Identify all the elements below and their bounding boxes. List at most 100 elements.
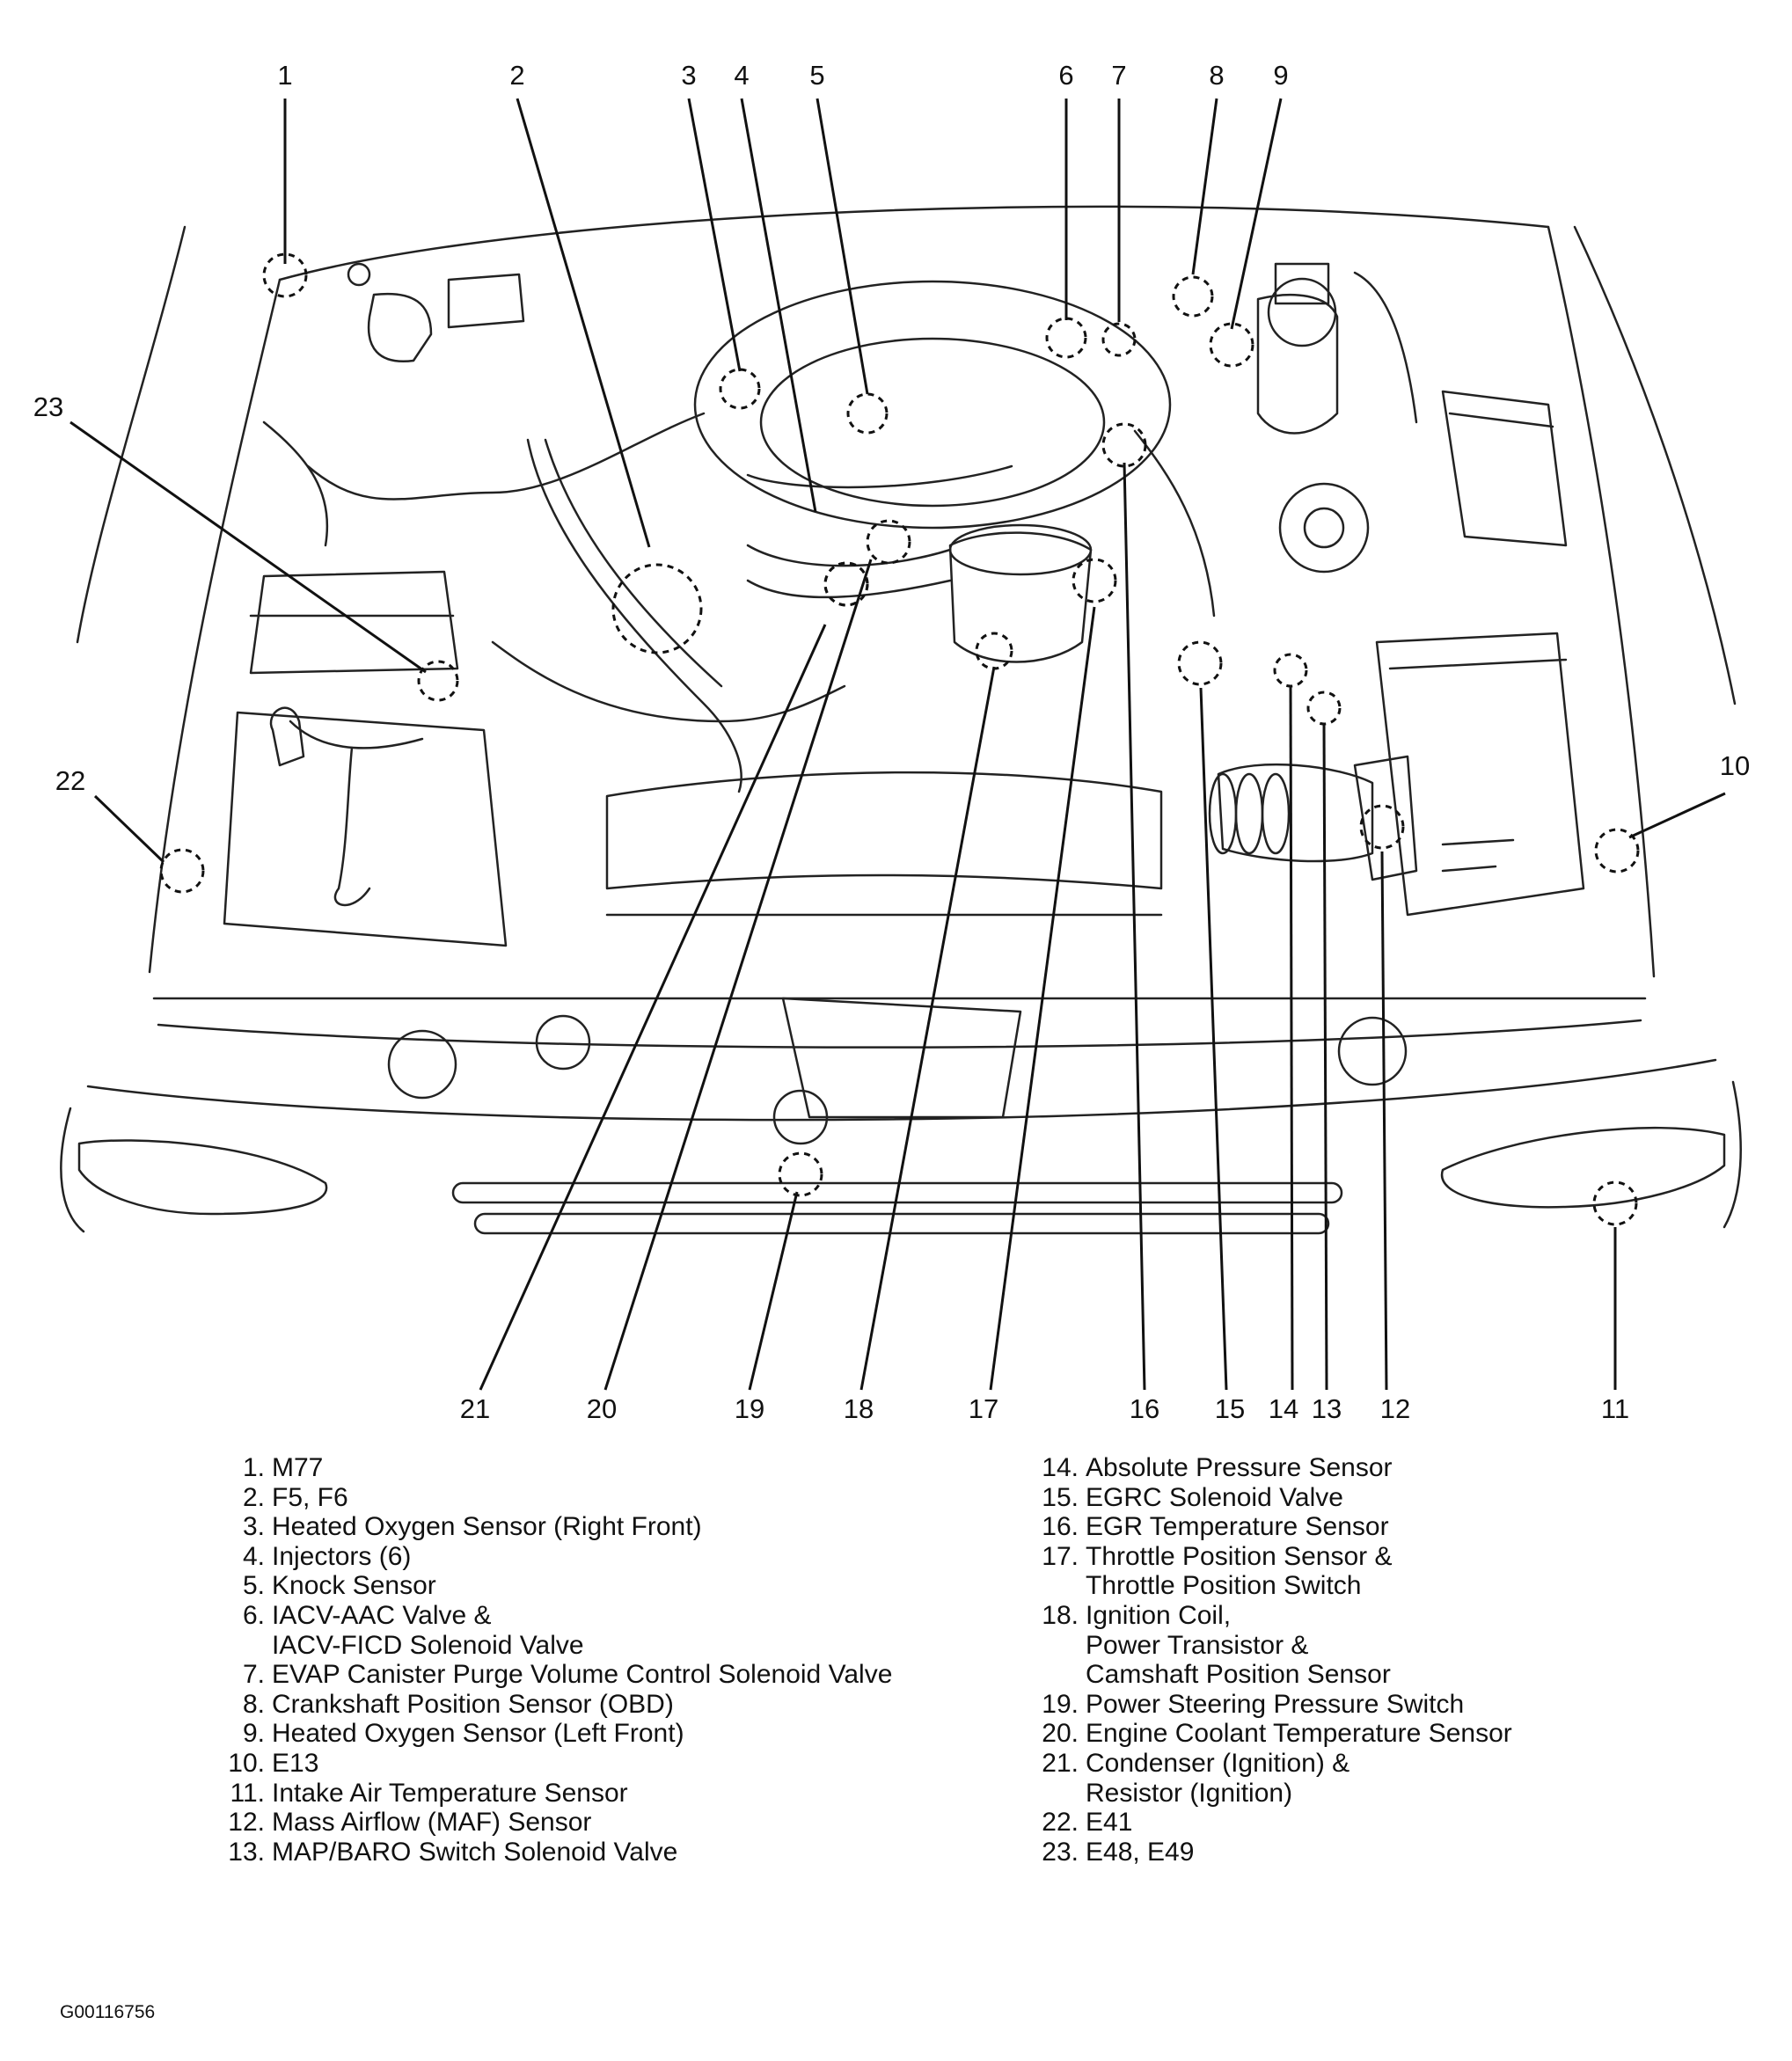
legend-text: Injectors (6) <box>272 1541 412 1571</box>
callout-13: 13 <box>1312 1393 1342 1424</box>
component-location-markers <box>159 252 1640 1226</box>
leader-12 <box>1380 851 1388 1391</box>
legend-text: EGRC Solenoid Valve <box>1086 1482 1343 1512</box>
legend-item: 6.IACV-AAC Valve &IACV-FICD Solenoid Val… <box>216 1601 1007 1660</box>
legend-text: Absolute Pressure Sensor <box>1086 1453 1393 1482</box>
legend-number: 7. <box>242 1660 265 1690</box>
legend-text: E48, E49 <box>1086 1837 1195 1867</box>
legend-text: Mass Airflow (MAF) Sensor <box>272 1808 592 1838</box>
callout-22: 22 <box>55 765 85 796</box>
legend-number: 9. <box>242 1719 265 1749</box>
legend-text: IACV-AAC Valve & <box>272 1600 492 1630</box>
marker-7 <box>1101 322 1137 357</box>
legend-item: 16.EGR Temperature Sensor <box>1029 1512 1751 1542</box>
legend-item: 9.Heated Oxygen Sensor (Left Front) <box>216 1719 1007 1749</box>
engine-compartment-diagram: 1 2 3 4 5 6 7 8 9 10 11 12 13 14 15 16 1… <box>33 60 1750 1424</box>
marker-6 <box>1045 317 1087 359</box>
legend-number: 11. <box>230 1778 265 1808</box>
leader-15 <box>1199 687 1228 1391</box>
callout-10: 10 <box>1720 750 1750 781</box>
legend-item: 8.Crankshaft Position Sensor (OBD) <box>216 1690 1007 1720</box>
leader-23 <box>69 420 427 674</box>
legend-item: 13.MAP/BARO Switch Solenoid Valve <box>216 1838 1007 1867</box>
legend-item: 17.Throttle Position Sensor &Throttle Po… <box>1029 1542 1751 1601</box>
leader-21 <box>479 624 827 1391</box>
legend-column-left: 1.M77 2.F5, F6 3.Heated Oxygen Sensor (R… <box>216 1453 1007 1867</box>
legend-number: 1. <box>242 1453 265 1482</box>
callout-11: 11 <box>1601 1393 1629 1424</box>
callout-1: 1 <box>277 60 292 91</box>
callout-2: 2 <box>509 60 524 91</box>
legend-text: Resistor (Ignition) <box>1086 1778 1293 1808</box>
legend-item: 4.Injectors (6) <box>216 1542 1007 1572</box>
leader-14 <box>1289 685 1294 1391</box>
legend-item: 3.Heated Oxygen Sensor (Right Front) <box>216 1512 1007 1542</box>
marker-11 <box>1592 1180 1638 1226</box>
leader-18 <box>859 666 996 1391</box>
legend-number: 23. <box>1042 1837 1079 1867</box>
legend-text: Throttle Position Switch <box>1086 1571 1362 1601</box>
legend-text: Throttle Position Sensor & <box>1086 1541 1393 1571</box>
legend-item: 12.Mass Airflow (MAF) Sensor <box>216 1808 1007 1838</box>
leader-16 <box>1123 462 1146 1391</box>
legend-number: 8. <box>242 1689 265 1719</box>
legend-text: Power Steering Pressure Switch <box>1086 1689 1465 1719</box>
leader-5 <box>816 98 869 395</box>
legend-number: 10. <box>228 1748 265 1778</box>
callout-12: 12 <box>1380 1393 1410 1424</box>
legend-item: 18.Ignition Coil,Power Transistor &Camsh… <box>1029 1601 1751 1690</box>
callout-20: 20 <box>587 1393 617 1424</box>
marker-21 <box>823 561 869 607</box>
legend-number: 3. <box>242 1512 265 1542</box>
callout-16: 16 <box>1130 1393 1159 1424</box>
marker-9 <box>1209 322 1254 368</box>
callout-numbers: 1 2 3 4 5 6 7 8 9 10 11 12 13 14 15 16 1… <box>33 60 1750 1424</box>
callout-17: 17 <box>969 1393 998 1424</box>
leader-10 <box>1628 792 1726 839</box>
leader-2 <box>516 98 651 548</box>
callout-leader-lines <box>69 98 1726 1391</box>
leader-22 <box>93 794 165 864</box>
legend-item: 20.Engine Coolant Temperature Sensor <box>1029 1719 1751 1749</box>
legend-item: 1.M77 <box>216 1453 1007 1483</box>
marker-22 <box>159 848 205 894</box>
legend-text: Camshaft Position Sensor <box>1086 1660 1391 1690</box>
legend-text: IACV-FICD Solenoid Valve <box>272 1630 584 1660</box>
callout-19: 19 <box>735 1393 764 1424</box>
legend-item: 22.E41 <box>1029 1808 1751 1838</box>
marker-16 <box>1101 422 1147 468</box>
figure-id: G00116756 <box>60 2002 156 2022</box>
legend-number: 12. <box>228 1808 265 1838</box>
leader-13 <box>1322 722 1328 1391</box>
legend-item: 14.Absolute Pressure Sensor <box>1029 1453 1751 1483</box>
marker-17 <box>1072 558 1117 603</box>
callout-18: 18 <box>844 1393 874 1424</box>
legend-item: 2.F5, F6 <box>216 1483 1007 1513</box>
legend-text: Engine Coolant Temperature Sensor <box>1086 1719 1512 1749</box>
leader-17 <box>989 606 1096 1391</box>
marker-8 <box>1172 275 1214 318</box>
legend-item: 5.Knock Sensor <box>216 1571 1007 1601</box>
legend-text: Heated Oxygen Sensor (Right Front) <box>272 1512 702 1542</box>
callout-23: 23 <box>33 391 63 422</box>
callout-15: 15 <box>1215 1393 1245 1424</box>
marker-13 <box>1306 691 1342 726</box>
legend-text: Power Transistor & <box>1086 1630 1309 1660</box>
marker-14 <box>1273 653 1308 688</box>
leader-4 <box>740 98 817 513</box>
leader-9 <box>1230 98 1283 330</box>
legend-number: 17. <box>1042 1541 1079 1571</box>
legend-item: 7.EVAP Canister Purge Volume Control Sol… <box>216 1660 1007 1690</box>
legend-text: EVAP Canister Purge Volume Control Solen… <box>272 1660 893 1690</box>
engine-line-art <box>60 205 1742 1235</box>
legend-text: EGR Temperature Sensor <box>1086 1512 1389 1542</box>
legend-number: 4. <box>242 1541 265 1571</box>
marker-3 <box>719 368 761 410</box>
legend-text: M77 <box>272 1453 324 1482</box>
callout-9: 9 <box>1273 60 1288 91</box>
marker-20 <box>866 519 911 565</box>
leader-19 <box>748 1191 799 1391</box>
legend-column-right: 14.Absolute Pressure Sensor 15.EGRC Sole… <box>1029 1453 1751 1867</box>
marker-5 <box>846 392 889 435</box>
legend-text: E13 <box>272 1748 319 1778</box>
